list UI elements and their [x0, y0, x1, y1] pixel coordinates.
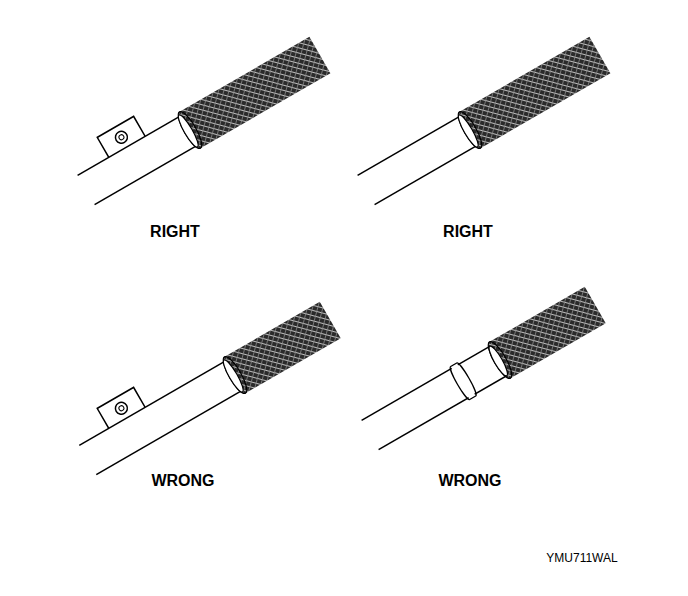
tube: [358, 113, 483, 205]
status-label: WRONG: [151, 473, 214, 489]
sleeve-collar: [176, 113, 201, 149]
hose-right-clamp: [66, 20, 330, 208]
sleeve-collar: [456, 113, 481, 149]
clamp-bolt-head: [118, 405, 125, 412]
tube-edge: [96, 389, 245, 475]
sleeve-end: [219, 354, 250, 396]
clamp-bolt: [113, 129, 129, 145]
hose-wrong-collar: [360, 287, 606, 453]
tube-edge: [379, 374, 511, 450]
tube: [362, 343, 513, 450]
clamp-bolt: [113, 400, 129, 416]
tube-edge: [78, 114, 184, 175]
clamp-bolt-head: [118, 134, 125, 141]
status-label: RIGHT: [150, 224, 200, 240]
sleeve-opening: [486, 344, 510, 377]
sleeve-end: [484, 339, 515, 381]
tube-edge: [79, 359, 228, 445]
status-label: WRONG: [438, 473, 501, 489]
loose-collar-outline: [448, 362, 478, 401]
hose-wrong-clamp: [68, 285, 341, 478]
sleeve-end: [174, 109, 205, 151]
sleeve-end: [454, 109, 485, 151]
braided-sleeve: [180, 37, 331, 148]
status-label: RIGHT: [443, 224, 493, 240]
tube: [79, 358, 248, 475]
figure-code: YMU711WAL: [546, 552, 617, 564]
braided-sleeve: [460, 37, 611, 148]
tube-edge: [95, 144, 201, 205]
tube: [78, 113, 203, 205]
sleeve-collar: [221, 358, 246, 394]
tube-edge: [362, 344, 494, 420]
tube-edge: [375, 144, 481, 205]
hose-right-collar: [356, 37, 611, 208]
tube-edge: [358, 114, 464, 175]
